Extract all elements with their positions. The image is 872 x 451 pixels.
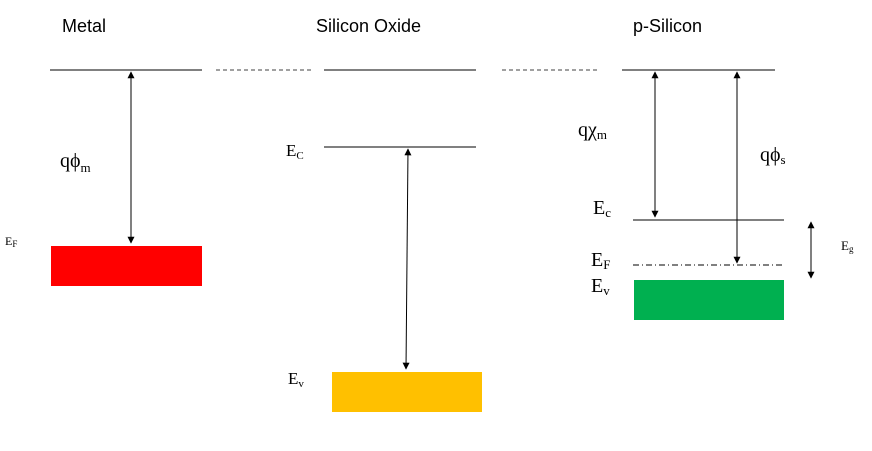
silicon-work-function-label: qϕs [760,144,786,167]
silicon-ef-label: EF [591,249,610,272]
oxide-ec-label: EC [286,141,304,162]
silicon-valence-band [634,280,784,320]
electron-affinity-label: qχm [578,119,607,142]
oxide-valence-band [332,372,482,412]
oxide-bandgap-arrow [402,148,412,370]
oxide-ev-label: Ev [288,369,304,390]
metal-header: Metal [62,16,106,36]
metal-fermi-band [51,246,202,286]
silicon-ec-label: Ec [593,197,611,220]
metal-fermi-label: EF [5,234,17,249]
metal-work-function-label: qϕm [60,150,91,175]
silicon-eg-label: Eg [841,238,854,254]
silicon-header: p-Silicon [633,16,702,36]
oxide-header: Silicon Oxide [316,16,421,36]
silicon-ev-label: Ev [591,275,610,298]
